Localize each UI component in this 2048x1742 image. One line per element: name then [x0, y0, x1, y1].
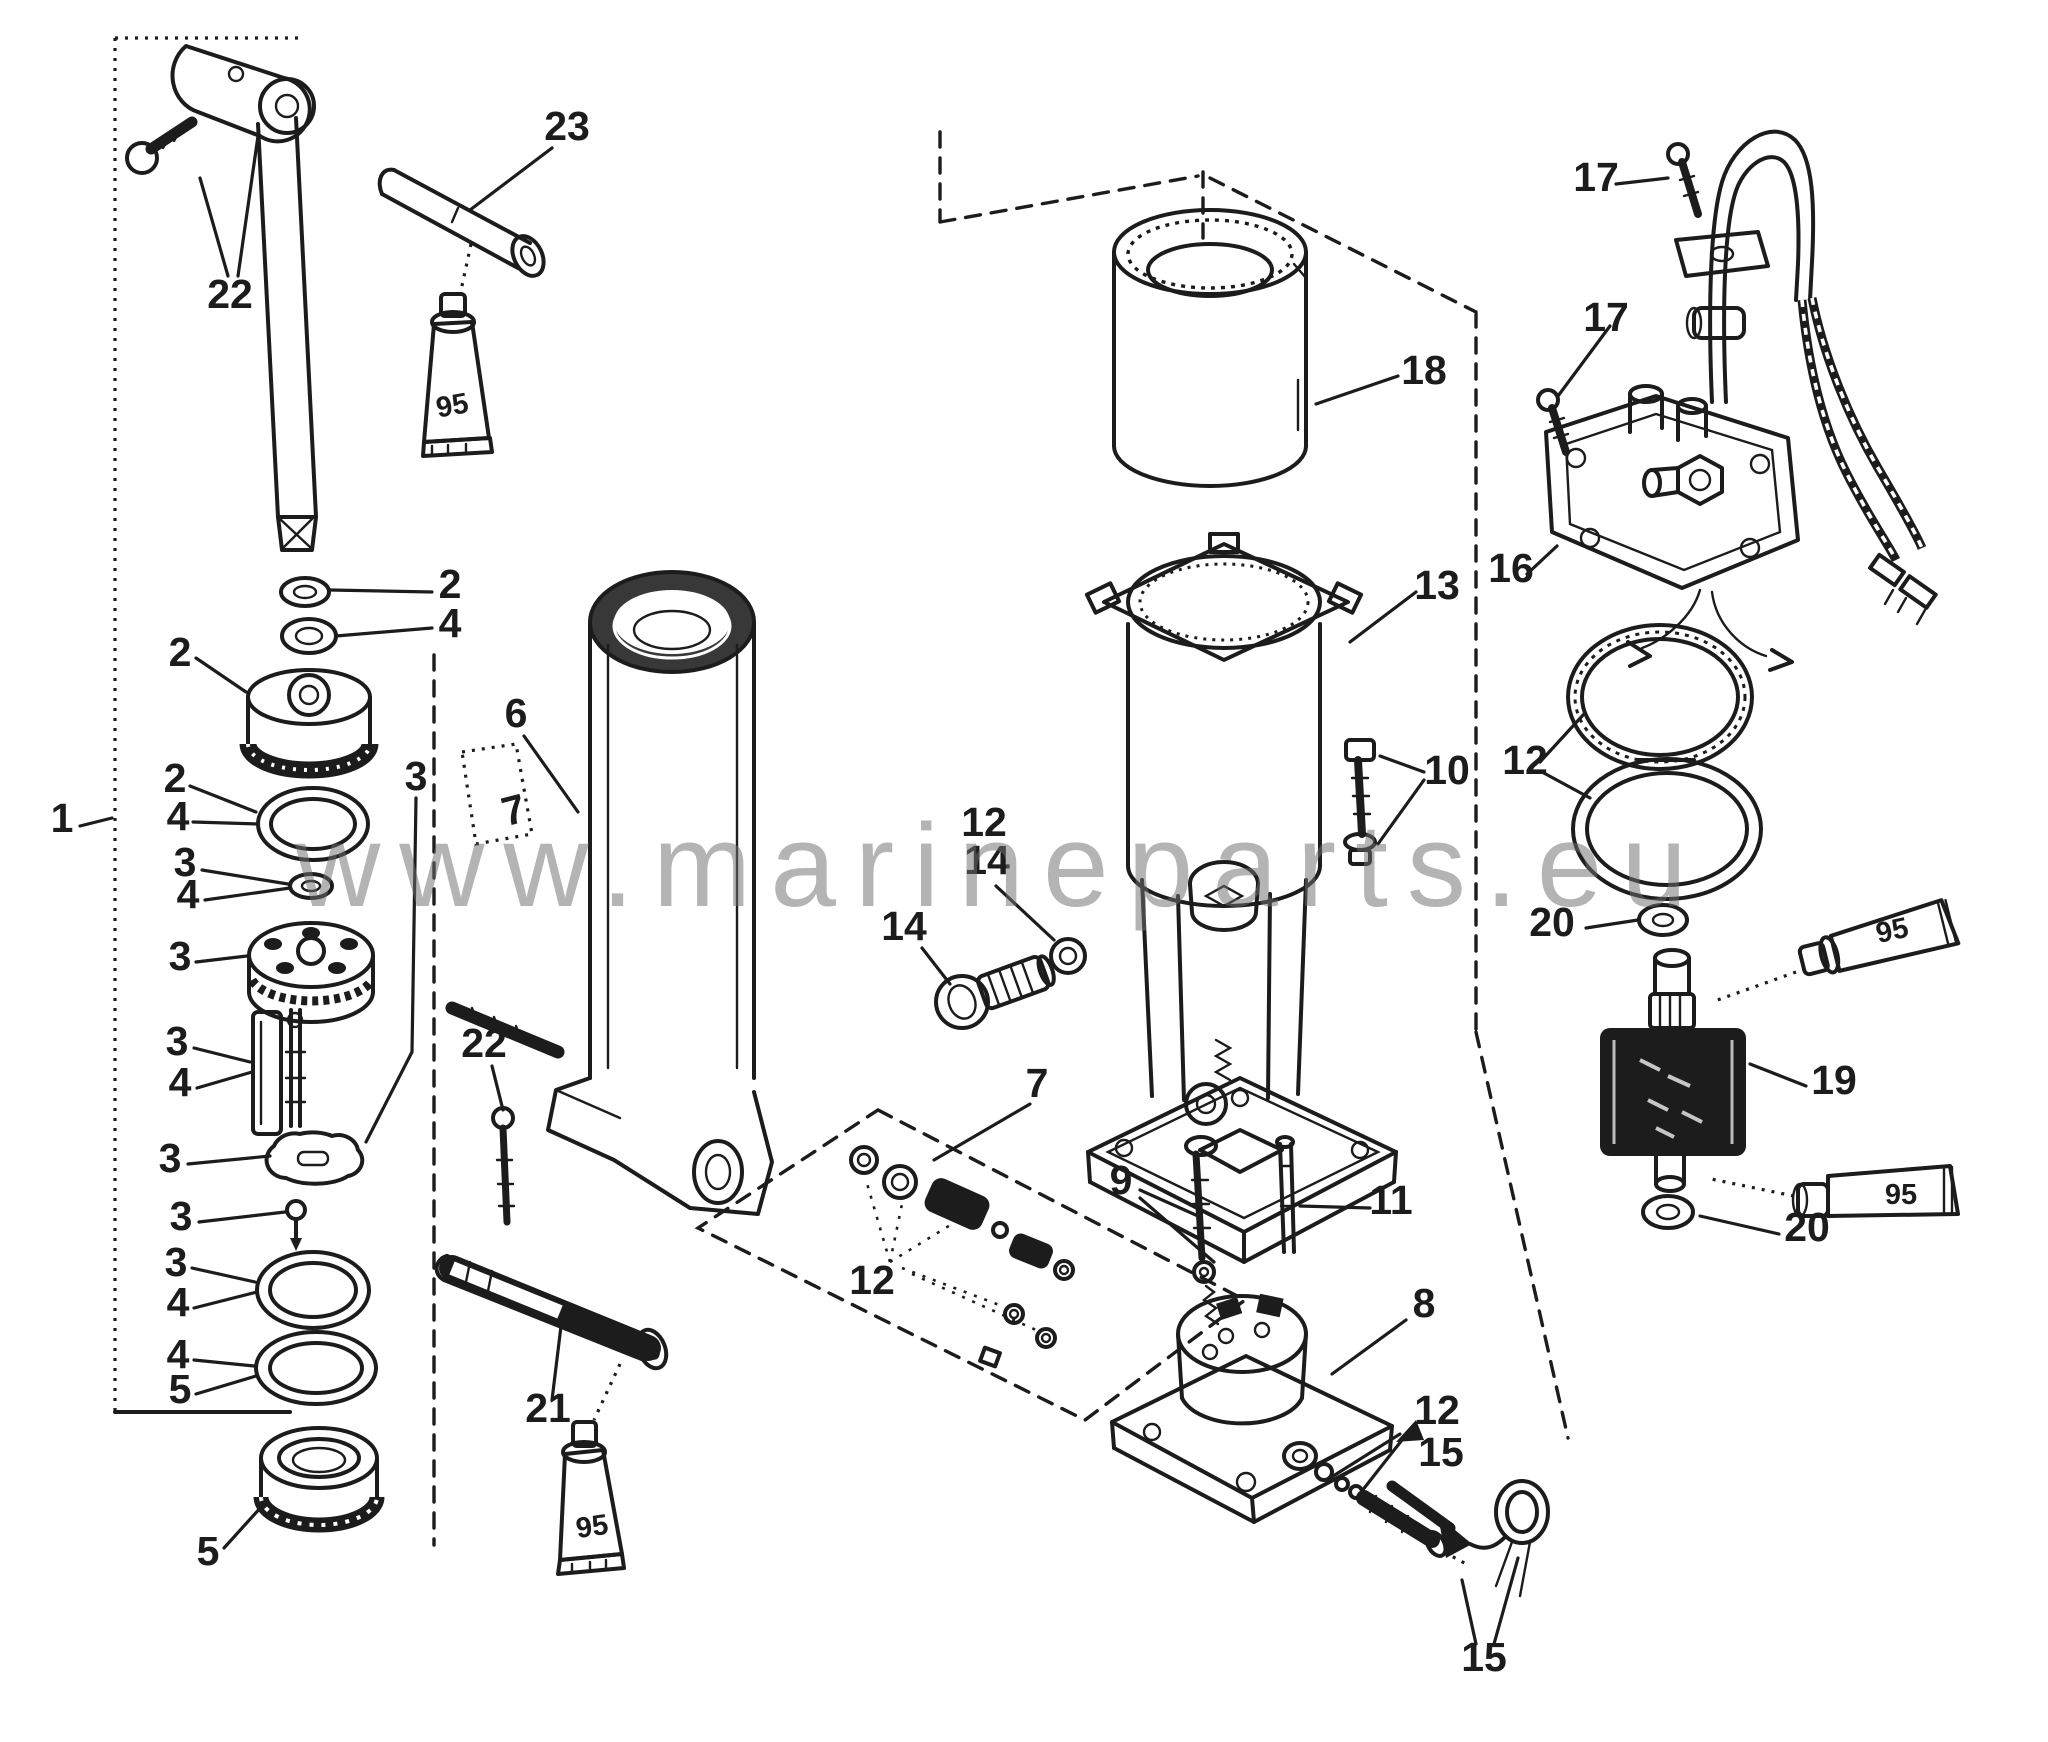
subassembly-boundary-dashed [938, 130, 1570, 1440]
armature-19 [1600, 948, 1746, 1193]
assembly-bracket-1 [113, 36, 300, 1414]
part-label-28: 14 [964, 837, 1010, 883]
pivot-pin-21 [434, 1254, 669, 1371]
grease-tube-bottom [556, 1363, 626, 1576]
orings-12-right [1566, 623, 1763, 901]
part-label-9: 3 [174, 839, 197, 885]
watermark-text: www.marineparts.eu [295, 800, 1706, 932]
grease-tube-right-lower [1705, 1164, 1960, 1218]
bolts-10 [1343, 738, 1377, 866]
part-label-5: 4 [439, 600, 462, 646]
part-label-17: 4 [167, 1279, 190, 1325]
piston-seal-stack [239, 576, 385, 1533]
part-label-44: 8 [1413, 1280, 1436, 1326]
part-label-26: 95 [574, 1509, 610, 1545]
ring-pin-15 [1386, 1479, 1550, 1598]
part-label-11: 3 [169, 933, 192, 979]
part-label-21: 6 [505, 690, 528, 736]
callout-labels: 1 22 23 95 2 4 2 2 4 3 4 3 3 4 3 3 3 4 4… [51, 103, 1918, 1680]
part-label-0: 1 [51, 795, 74, 841]
part-label-48: 17 [1573, 154, 1619, 200]
pump-plate-16 [1536, 129, 1938, 672]
part-label-49: 17 [1583, 294, 1629, 340]
part-label-10: 4 [177, 871, 200, 917]
trim-cylinder-6 [460, 570, 774, 1216]
part-label-19: 5 [169, 1366, 192, 1412]
part-label-41: 95 [1885, 1179, 1917, 1211]
pivot-pin-and-screw-22 [445, 1001, 565, 1226]
part-label-31: 12 [849, 1257, 895, 1303]
screw-22-top [125, 116, 198, 175]
part-label-29: 14 [881, 903, 927, 949]
part-label-32: 18 [1401, 347, 1447, 393]
part-label-38: 95 [1873, 912, 1911, 950]
part-label-1: 22 [207, 271, 253, 317]
part-label-34: 16 [1488, 545, 1534, 591]
part-label-3: 95 [434, 387, 471, 424]
release-valve-14 [934, 937, 1087, 1030]
part-label-36: 12 [1502, 737, 1548, 783]
part-label-7: 2 [164, 755, 187, 801]
part-label-40: 20 [1784, 1204, 1830, 1250]
part-label-39: 19 [1811, 1057, 1857, 1103]
part-label-6: 2 [169, 629, 192, 675]
part-label-2: 23 [544, 103, 590, 149]
part-label-30: 7 [1026, 1060, 1049, 1106]
part-label-4: 2 [439, 561, 462, 607]
part-label-42: 9 [1110, 1157, 1133, 1203]
part-label-8: 4 [167, 793, 190, 839]
grease-tube-right-upper [1711, 898, 1961, 1004]
motor-cup-18 [1112, 208, 1308, 488]
part-label-13: 4 [169, 1059, 192, 1105]
part-label-12: 3 [166, 1018, 189, 1064]
part-label-24: 22 [461, 1020, 507, 1066]
part-label-14: 3 [159, 1135, 182, 1181]
washer-20-lower [1641, 1194, 1695, 1230]
part-label-47: 15 [1461, 1634, 1507, 1680]
grease-tube-top [421, 243, 494, 458]
part-label-18: 4 [167, 1331, 190, 1377]
part-label-46: 15 [1418, 1429, 1464, 1475]
base-assembly-8 [1110, 1135, 1448, 1558]
part-label-15: 3 [170, 1193, 193, 1239]
part-label-20: 5 [197, 1528, 220, 1574]
part-label-33: 13 [1414, 562, 1460, 608]
part-label-37: 20 [1529, 899, 1575, 945]
handle-rod-23 [377, 167, 546, 278]
leader-lines [78, 134, 1808, 1646]
part-label-23: 3 [405, 753, 428, 799]
part-label-25: 21 [525, 1385, 571, 1431]
part-label-27: 12 [961, 799, 1007, 845]
part-label-45: 12 [1414, 1387, 1460, 1433]
part-label-43: 11 [1369, 1177, 1412, 1223]
pump-handle [170, 44, 318, 552]
part-label-35: 10 [1424, 747, 1470, 793]
part-label-16: 3 [165, 1239, 188, 1285]
seal-kit-12 [694, 1108, 1249, 1422]
